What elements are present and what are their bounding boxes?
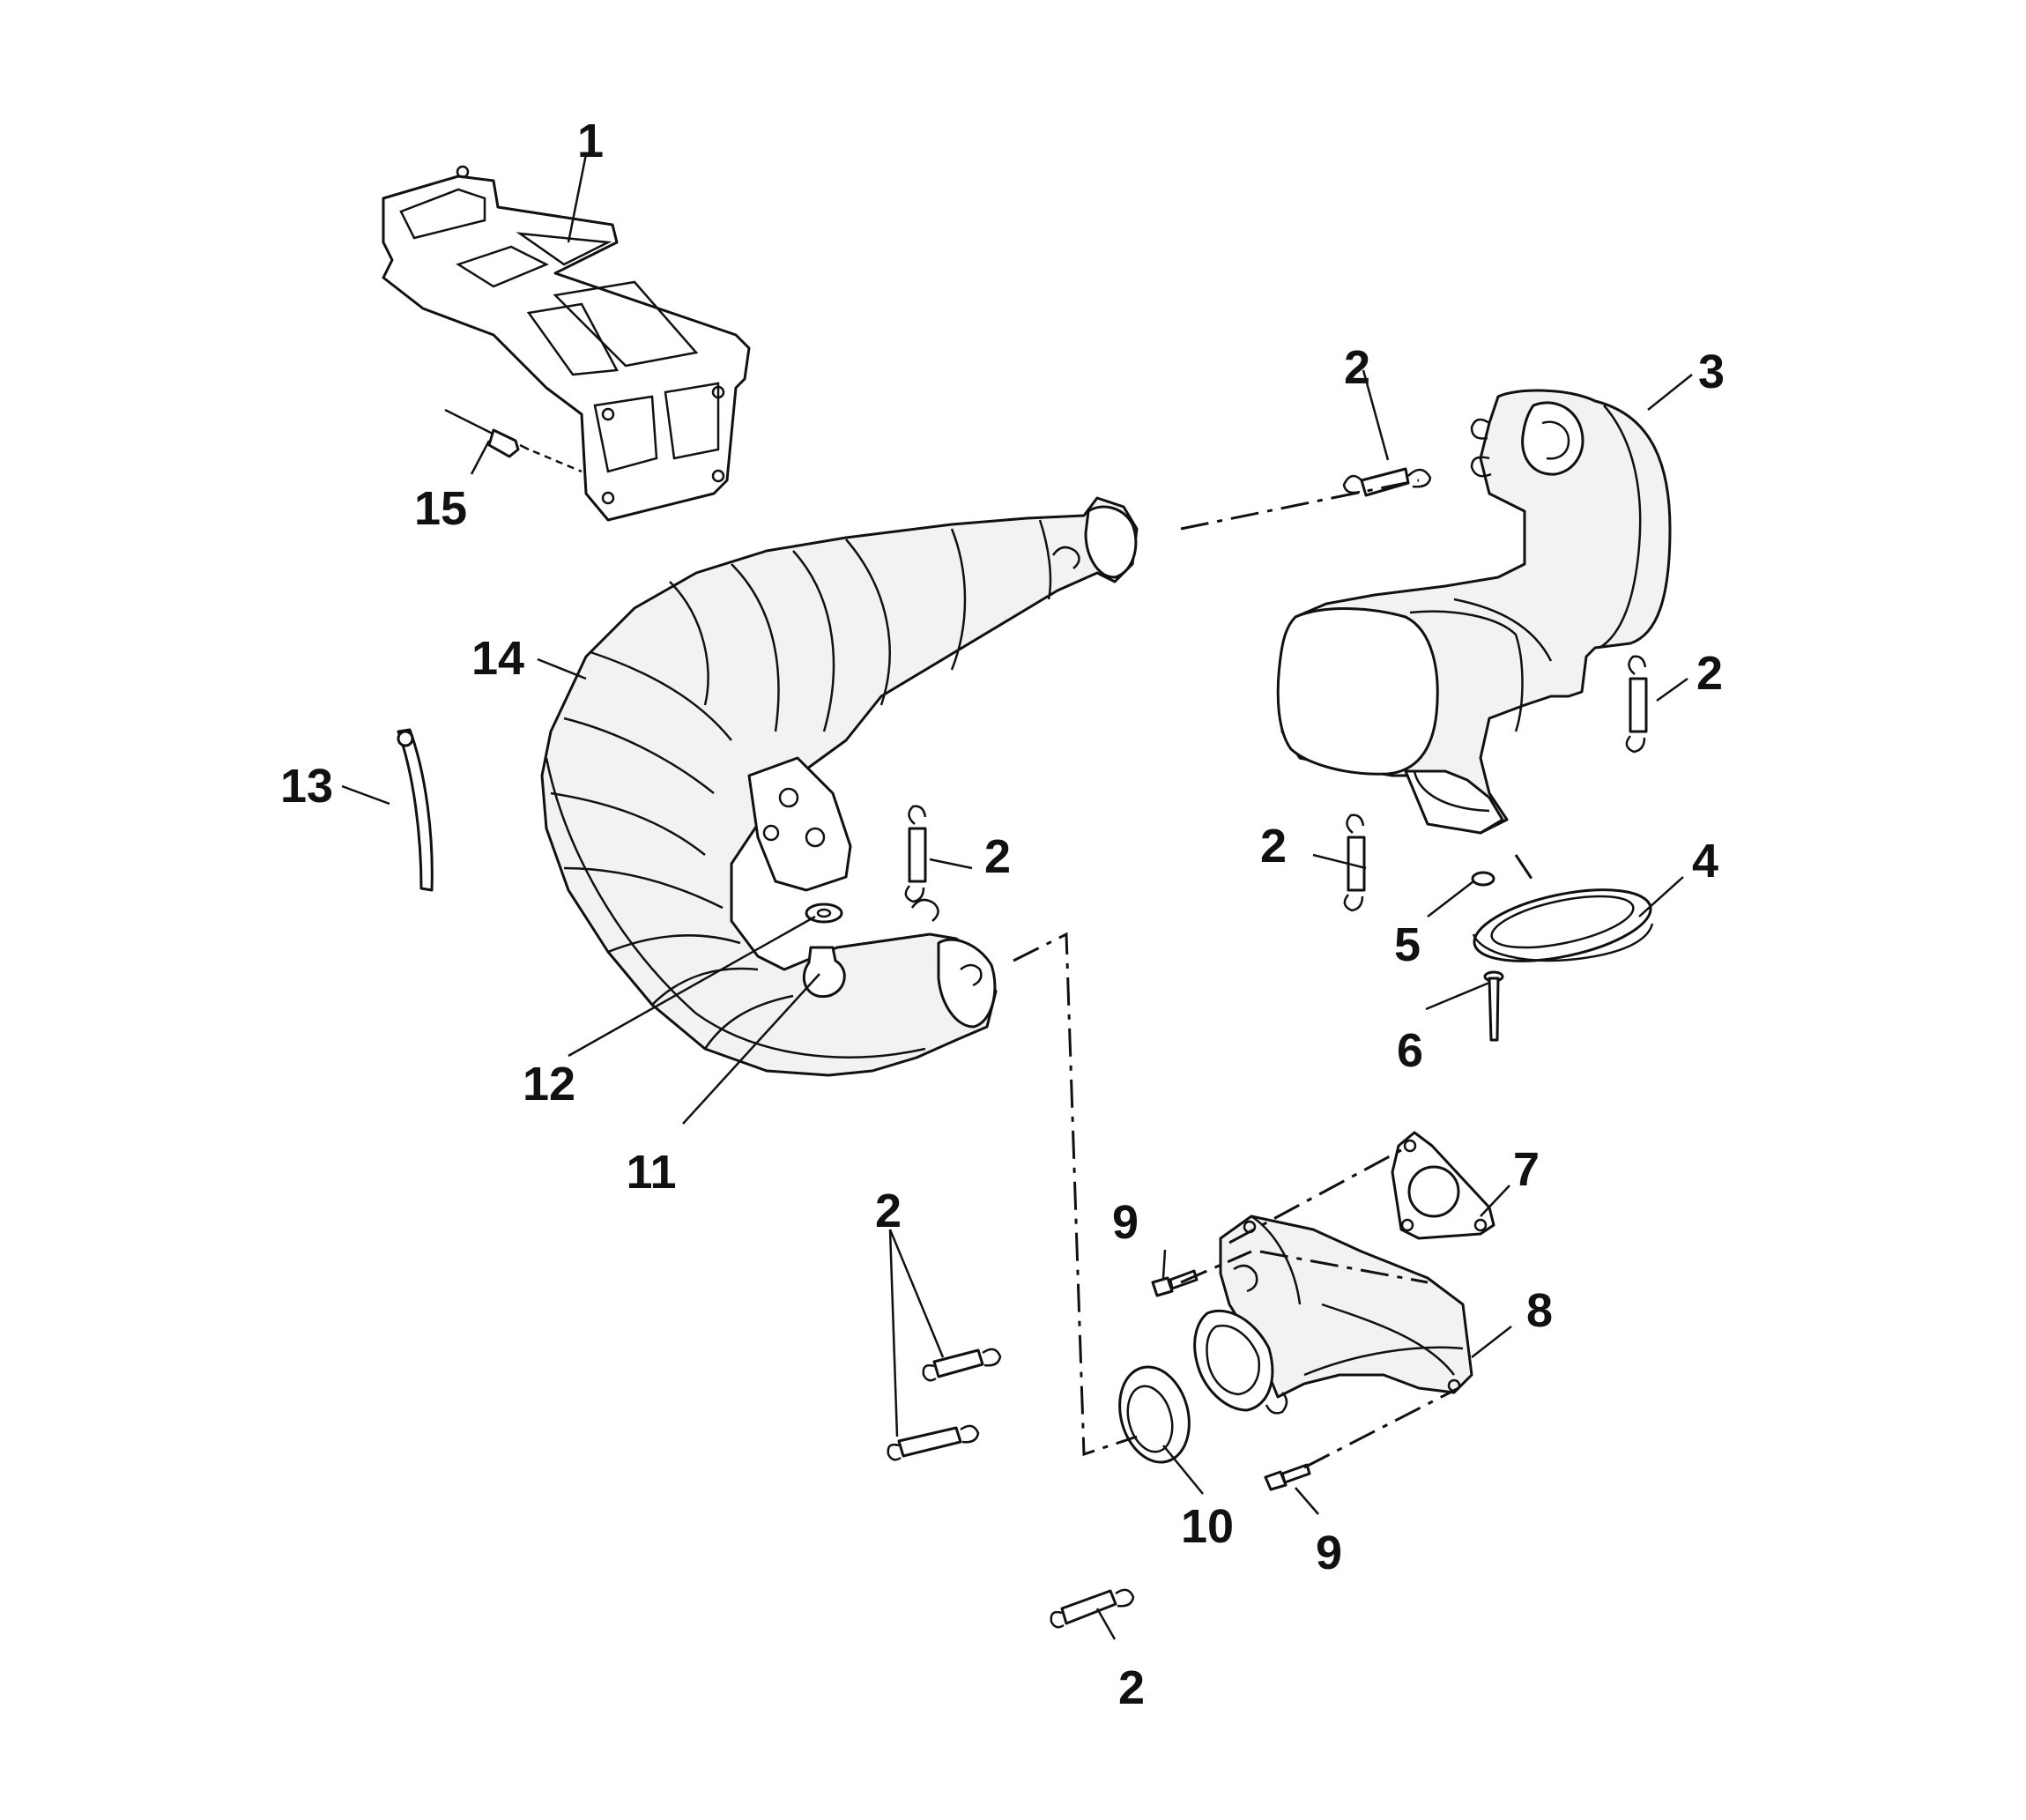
expansion-chamber-part [540, 496, 1139, 1077]
callout-12: 12 [523, 1058, 575, 1111]
callout-7: 7 [1513, 1143, 1540, 1196]
small-washer-part [1471, 871, 1495, 887]
mount-bracket-part [382, 165, 751, 522]
callout-2-center: 2 [984, 830, 1011, 883]
callout-labels: 1 15 14 13 12 11 2 2 3 2 2 4 5 6 7 9 8 2… [280, 115, 1725, 1714]
gasket-ring-part [1472, 888, 1654, 962]
callout-9-upper: 9 [1112, 1196, 1139, 1249]
silencer-part [1276, 389, 1672, 835]
spring-upper-right-part [1342, 467, 1432, 497]
exhaust-manifold-part [1193, 1215, 1473, 1415]
callout-9-lower: 9 [1316, 1527, 1342, 1579]
callout-5: 5 [1394, 918, 1421, 971]
pin-rivet-part [1483, 970, 1504, 1042]
callout-4: 4 [1692, 835, 1718, 888]
callout-2-lower-left: 2 [875, 1185, 902, 1237]
spring-bottom-part [1050, 1588, 1135, 1629]
callout-1: 1 [577, 115, 604, 167]
callout-14: 14 [471, 632, 524, 685]
sealing-ring-part [1118, 1365, 1191, 1464]
spring-lower-left-a-part [922, 1348, 1002, 1382]
callout-15: 15 [414, 482, 467, 535]
spring-center-part [904, 805, 927, 903]
callout-8: 8 [1526, 1284, 1553, 1337]
spring-middle-right-part [1343, 813, 1366, 912]
callout-10: 10 [1181, 1500, 1234, 1553]
leader-lines [341, 153, 1693, 1640]
bolt-lower-part [1264, 1463, 1311, 1491]
spring-right-part [1625, 655, 1648, 754]
callout-3: 3 [1698, 345, 1725, 398]
alignment-lines [1013, 479, 1535, 1469]
rivet-part [444, 408, 583, 473]
flange-gasket-part [1391, 1131, 1495, 1240]
callout-2-right: 2 [1696, 647, 1723, 700]
callout-2-bottom: 2 [1118, 1661, 1145, 1714]
callout-13: 13 [280, 760, 333, 813]
strap-part [397, 728, 434, 892]
bolt-upper-part [1151, 1269, 1199, 1297]
callout-6: 6 [1397, 1024, 1423, 1077]
spring-lower-left-b-part [887, 1424, 980, 1461]
callout-2-upper-right: 2 [1344, 341, 1370, 394]
callout-2-middle-right: 2 [1260, 820, 1287, 873]
grommet-part [802, 946, 846, 999]
callout-11: 11 [626, 1146, 676, 1199]
